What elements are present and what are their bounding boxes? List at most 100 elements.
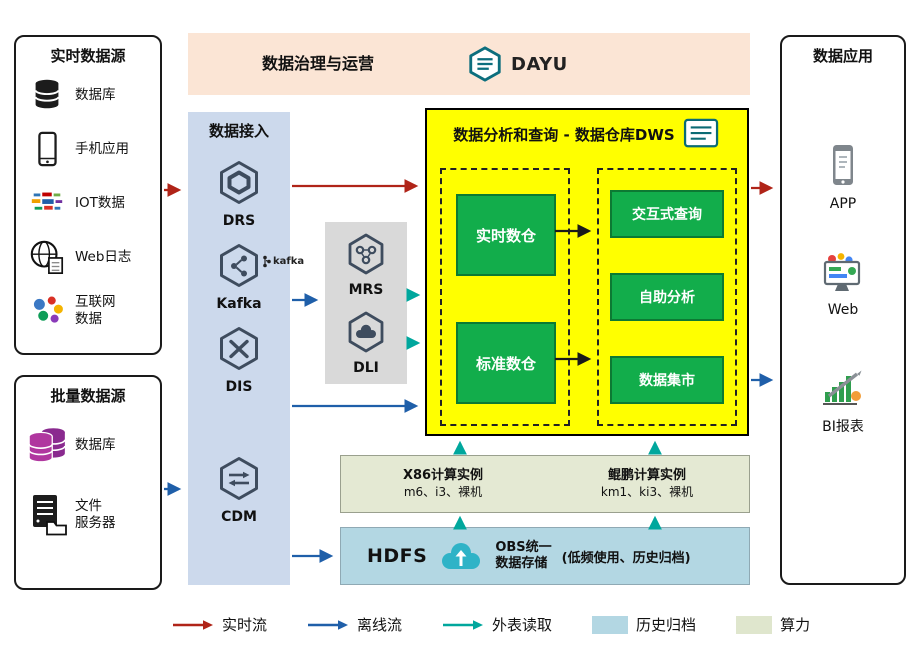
governance-bar: 数据治理与运营 DAYU — [188, 33, 750, 95]
source-label: IOT数据 — [75, 194, 125, 211]
kunpeng-title: 鲲鹏计算实例 — [607, 467, 686, 483]
service-label: MRS — [348, 282, 384, 298]
dayu-logo: DAYU — [466, 45, 568, 83]
source-label: 文件 服务器 — [75, 498, 116, 531]
service-drs: DRS — [215, 159, 263, 229]
dws-title-row: 数据分析和查询 - 数据仓库DWS — [427, 110, 747, 150]
app-label: APP — [829, 196, 857, 212]
ingestion-title: 数据接入 — [208, 122, 269, 140]
mrs-icon — [344, 232, 388, 280]
hdfs-label: HDFS — [367, 545, 428, 567]
kafka-mini-icon — [263, 255, 271, 268]
legend-realtime-arrow-icon — [173, 619, 213, 630]
phone-icon — [24, 130, 70, 168]
web-monitor-icon — [819, 252, 867, 298]
cdm-icon — [215, 455, 263, 507]
dayu-label: DAYU — [511, 53, 568, 75]
database-icon — [24, 76, 70, 114]
compute-swatch — [736, 615, 773, 634]
service-label: DIS — [225, 379, 253, 395]
kafka-icon: kafka — [215, 242, 304, 294]
source-item-file-server: 文件 服务器 — [24, 488, 156, 542]
warehouse-group: 实时数仓 标准数仓 — [440, 168, 570, 426]
batch-sources-title: 批量数据源 — [50, 387, 126, 405]
source-item-web-log: Web日志 — [24, 234, 156, 280]
dws-title: 数据分析和查询 - 数据仓库DWS — [453, 125, 675, 144]
storage-note: (低频使用、历史归档) — [561, 550, 691, 566]
globe-icon — [24, 238, 70, 276]
legend-external-arrow-icon — [443, 619, 484, 630]
source-label: 数据库 — [75, 436, 116, 453]
legend-realtime: 实时流 — [172, 614, 267, 635]
legend-compute: 算力 — [736, 614, 810, 635]
data-lake-box: MRS DLI — [325, 222, 407, 384]
legend: 实时流 离线流 外表读取 历史归档 算力 — [172, 614, 810, 635]
file-server-icon — [24, 492, 70, 538]
source-label: 手机应用 — [75, 140, 129, 157]
source-item-iot: IOT数据 — [24, 180, 156, 226]
data-mart-box: 数据集市 — [610, 356, 724, 404]
batch-sources-panel: 批量数据源 数据库 文件 服务器 — [14, 375, 162, 590]
legend-label: 实时流 — [222, 616, 268, 634]
interactive-query-box: 交互式查询 — [610, 190, 724, 238]
kunpeng-compute: 鲲鹏计算实例 km1、ki3、裸机 — [545, 456, 749, 512]
source-item-database-batch: 数据库 — [24, 418, 156, 472]
legend-label: 外表读取 — [492, 616, 553, 634]
kafka-badge-text: kafka — [273, 256, 305, 267]
legend-label: 离线流 — [357, 616, 403, 634]
app-item-app: APP — [821, 142, 865, 212]
compute-instances-box: X86计算实例 m6、i3、裸机 鲲鹏计算实例 km1、ki3、裸机 — [340, 455, 750, 513]
source-label: 互联网 数据 — [75, 294, 116, 327]
archive-swatch — [592, 615, 629, 634]
x86-compute: X86计算实例 m6、i3、裸机 — [341, 456, 545, 512]
app-label: Web — [827, 302, 859, 318]
obs-cloud-icon — [442, 543, 481, 569]
realtime-warehouse-box: 实时数仓 — [456, 194, 556, 276]
service-label: CDM — [221, 509, 257, 525]
legend-offline-arrow-icon — [308, 619, 349, 630]
service-label: DRS — [222, 213, 256, 229]
kafka-badge: kafka — [262, 255, 304, 268]
service-label: DLI — [353, 360, 379, 376]
applications-panel: 数据应用 APP Web BI报表 — [780, 35, 906, 585]
legend-label: 历史归档 — [636, 616, 697, 634]
analysis-services-group: 交互式查询 自助分析 数据集市 — [597, 168, 737, 426]
dayu-icon — [469, 46, 501, 82]
source-item-database: 数据库 — [24, 72, 156, 118]
governance-title: 数据治理与运营 — [262, 54, 375, 73]
dis-icon — [215, 325, 263, 377]
app-phone-icon — [821, 142, 865, 192]
drs-icon — [215, 159, 263, 211]
realtime-sources-title: 实时数据源 — [50, 47, 126, 65]
bi-report-icon — [819, 364, 867, 412]
database-purple-icon — [24, 424, 70, 466]
realtime-sources-list: 数据库 手机应用 IOT数据 Web日志 — [16, 66, 160, 334]
legend-label: 算力 — [780, 616, 811, 634]
standard-warehouse-box: 标准数仓 — [456, 322, 556, 404]
service-mrs: MRS — [344, 232, 388, 298]
service-label: Kafka — [216, 296, 262, 312]
x86-title: X86计算实例 — [402, 467, 484, 483]
self-service-analysis-box: 自助分析 — [610, 273, 724, 321]
batch-sources-list: 数据库 文件 服务器 — [16, 406, 160, 542]
source-label: 数据库 — [75, 86, 116, 103]
iot-icon — [24, 184, 70, 222]
app-item-bi: BI报表 — [819, 364, 867, 436]
dli-icon — [344, 310, 388, 358]
service-dis: DIS — [215, 325, 263, 395]
realtime-sources-panel: 实时数据源 数据库 手机应用 IOT数据 — [14, 35, 162, 355]
ingestion-column: 数据接入 DRS kafka Kafka DIS — [188, 112, 304, 585]
storage-box: HDFS OBS统一 数据存储 (低频使用、历史归档) — [340, 527, 750, 585]
source-item-internet-data: 互联网 数据 — [24, 288, 156, 334]
source-label: Web日志 — [75, 248, 132, 265]
dws-analysis-box: 数据分析和查询 - 数据仓库DWS 实时数仓 标准数仓 交互式查询 自助分析 数… — [425, 108, 749, 436]
legend-archive: 历史归档 — [592, 614, 696, 635]
x86-subtitle: m6、i3、裸机 — [403, 484, 483, 499]
legend-external-read: 外表读取 — [442, 614, 552, 635]
service-dli: DLI — [344, 310, 388, 376]
internet-data-icon — [24, 292, 70, 330]
kunpeng-subtitle: km1、ki3、裸机 — [600, 484, 694, 499]
service-cdm: CDM — [215, 455, 263, 525]
source-item-mobile-app: 手机应用 — [24, 126, 156, 172]
